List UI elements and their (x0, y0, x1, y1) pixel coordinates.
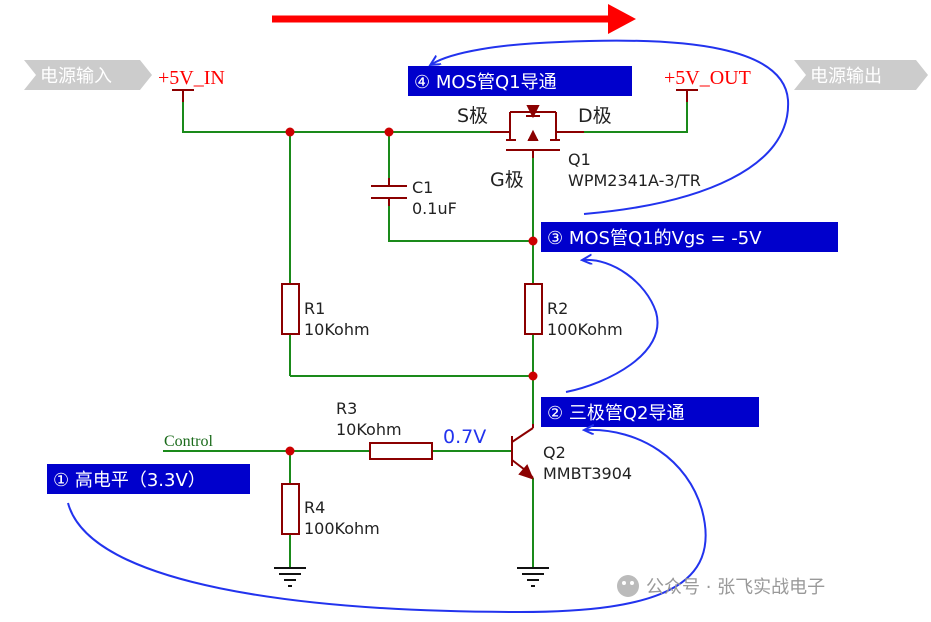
capacitor-c1 (371, 178, 407, 206)
resistor-r1 (281, 283, 300, 335)
resistor-r4 (281, 483, 300, 535)
arrow-step3-to-step4 (432, 39, 790, 215)
step-3-text: ③ MOS管Q1的Vgs = -5V (547, 228, 762, 249)
step-2-label: ② 三极管Q2导通 (541, 397, 759, 427)
power-in-tag: 电源输入 (24, 60, 152, 90)
r3-value: 10Kohm (336, 420, 402, 439)
power-in-tag-text: 电源输入 (40, 66, 112, 87)
step-2-text: ② 三极管Q2导通 (547, 403, 684, 424)
transistor-q2 (511, 424, 534, 480)
mosfet-q1 (490, 105, 584, 158)
step-3-label: ③ MOS管Q1的Vgs = -5V (541, 222, 838, 252)
arrow-step1-to-step2 (67, 430, 707, 614)
net-label-vout: +5V_OUT (664, 67, 751, 89)
c1-value: 0.1uF (412, 199, 457, 218)
resistor-r3 (369, 442, 433, 460)
wires (163, 102, 688, 568)
watermark-text: 公众号 · 张飞实战电子 (646, 577, 825, 598)
ground-r4 (274, 567, 306, 587)
q1-value: WPM2341A-3/TR (568, 171, 701, 190)
annotation-arrows (67, 39, 790, 614)
r1-value: 10Kohm (304, 320, 370, 339)
r1-ref: R1 (304, 299, 325, 318)
c1-ref: C1 (412, 178, 433, 197)
r2-value: 100Kohm (547, 320, 623, 339)
power-out-tag-text: 电源输出 (810, 66, 882, 87)
ground-q2 (517, 567, 549, 587)
r3-ref: R3 (336, 399, 357, 418)
vout-port (676, 89, 698, 102)
step-4-text: ④ MOS管Q1导通 (414, 72, 557, 93)
power-out-tag: 电源输出 (794, 60, 928, 90)
q1-gate-label: G极 (490, 169, 524, 191)
wechat-icon (617, 575, 639, 597)
vin-port (172, 89, 194, 102)
q1-drain-label: D极 (578, 105, 612, 127)
net-label-control: Control (164, 433, 213, 450)
step-1-text: ① 高电平（3.3V） (53, 470, 206, 491)
q2-value: MMBT3904 (543, 464, 632, 483)
net-label-vin: +5V_IN (158, 67, 225, 89)
resistor-r2 (524, 283, 543, 335)
watermark: 公众号 · 张飞实战电子 (617, 575, 825, 598)
r2-ref: R2 (547, 299, 568, 318)
q1-ref: Q1 (568, 150, 591, 169)
current-direction-arrow (272, 4, 636, 34)
r4-ref: R4 (304, 498, 325, 517)
q1-source-label: S极 (457, 105, 488, 127)
vbe-label: 0.7V (443, 426, 486, 448)
arrow-step2-to-step3 (565, 260, 659, 393)
junctions (285, 127, 538, 456)
r4-value: 100Kohm (304, 519, 380, 538)
step-4-label: ④ MOS管Q1导通 (408, 66, 632, 96)
step-1-label: ① 高电平（3.3V） (47, 464, 250, 494)
q2-ref: Q2 (543, 443, 566, 462)
